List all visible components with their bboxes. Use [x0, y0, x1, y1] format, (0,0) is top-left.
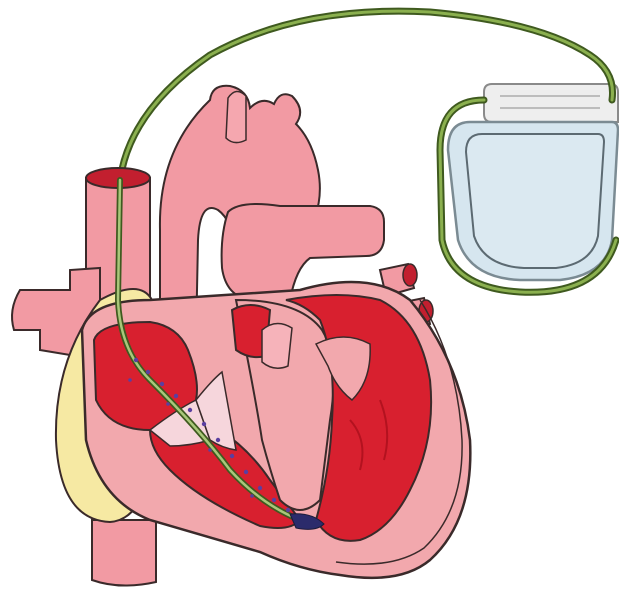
pacemaker-generator	[448, 84, 618, 280]
pacemaker-header	[484, 84, 618, 122]
inferior-vena-cava	[92, 520, 156, 586]
pacemaker-can-inner	[466, 134, 604, 268]
aortic-valve	[262, 323, 292, 368]
